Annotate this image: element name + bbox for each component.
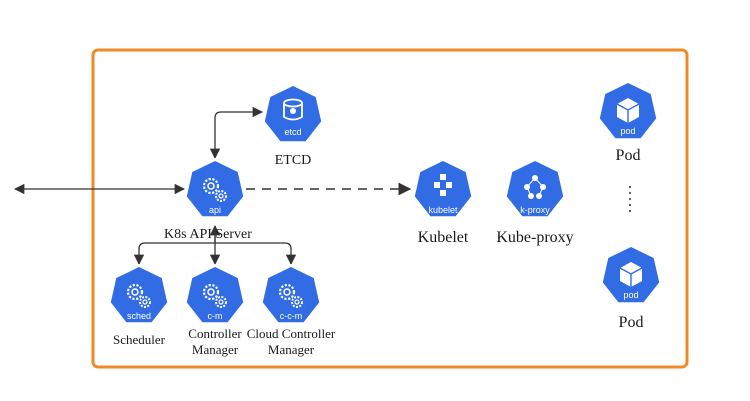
api-sched-arrow xyxy=(133,232,216,266)
kproxy-label: Kube-proxy xyxy=(496,229,573,246)
api-icon-text: api xyxy=(209,205,221,215)
api-etcd-arrow xyxy=(209,106,264,160)
sched-label: Scheduler xyxy=(113,332,166,347)
sched-node: sched xyxy=(108,264,170,325)
kproxy-node: k-proxy xyxy=(504,158,566,219)
etcd-label: ETCD xyxy=(275,153,312,168)
cluster-frame xyxy=(91,48,689,369)
kubelet-node: kubelet xyxy=(412,158,474,219)
ccm-label-line1: Cloud Controller xyxy=(247,326,336,341)
cm-label-line2: Manager xyxy=(192,342,239,357)
cube-icon xyxy=(619,262,643,287)
pod1-node: pod xyxy=(597,80,659,141)
api-node: api xyxy=(184,158,246,219)
pod2-node: pod xyxy=(600,244,662,305)
cm-icon-text: c-m xyxy=(208,311,223,321)
ccm-label-line2: Manager xyxy=(268,342,315,357)
ccm-node: c-c-m xyxy=(260,264,322,325)
pod2-label: Pod xyxy=(619,314,644,331)
api-ccm-arrow xyxy=(215,242,297,266)
cm-node: c-m xyxy=(184,264,246,325)
etcd-node: etcd xyxy=(262,83,324,144)
network-icon xyxy=(524,175,546,199)
kproxy-icon-text: k-proxy xyxy=(520,205,550,215)
kubelet-label: Kubelet xyxy=(418,229,469,246)
etcd-icon-text: etcd xyxy=(284,127,301,137)
cubes-icon xyxy=(434,174,452,196)
database-cylinder-icon xyxy=(283,98,303,121)
pod2-icon-text: pod xyxy=(623,290,638,300)
api-label: K8s API Server xyxy=(164,227,252,242)
ccm-icon-text: c-c-m xyxy=(280,311,303,321)
cube-icon xyxy=(616,98,640,123)
pod1-icon-text: pod xyxy=(620,126,635,136)
kubelet-icon-text: kubelet xyxy=(428,205,458,215)
sched-icon-text: sched xyxy=(127,311,151,321)
pod1-label: Pod xyxy=(616,147,641,164)
cm-label-line1: Controller xyxy=(188,326,242,341)
